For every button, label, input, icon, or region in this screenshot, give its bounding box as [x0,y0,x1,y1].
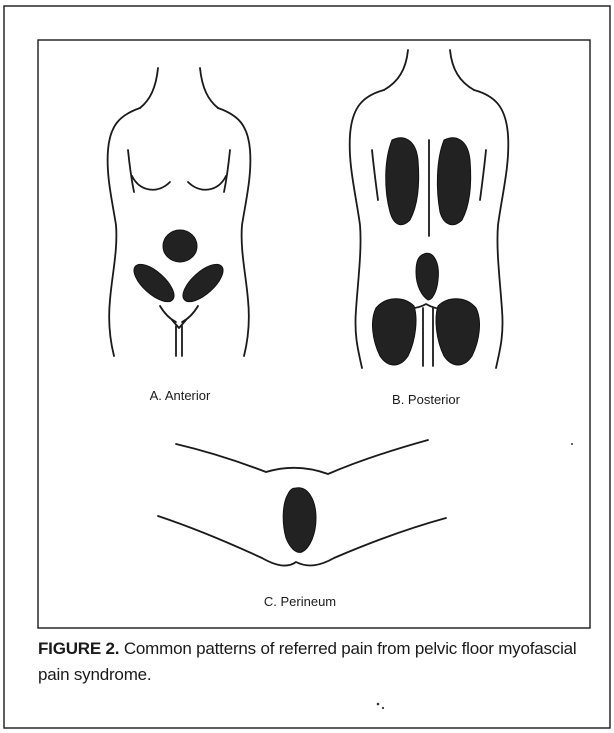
anterior-pubic [172,320,186,328]
anterior-arm-left [128,150,134,192]
anterior-breast-right [188,176,226,190]
caption-text: Common patterns of referred pain from pe… [38,639,577,684]
posterior-pain-left-back [386,138,419,225]
perineum-label: C. Perineum [264,594,336,609]
outer-page-border [4,6,610,728]
perineum-pain-region [283,488,316,553]
anterior-pain-left-groin [128,258,180,308]
scan-speck [571,443,573,445]
anterior-torso-right-outline [218,108,250,356]
posterior-arm-left [372,150,378,200]
posterior-pain-sacrum [416,253,438,300]
posterior-pain-left-buttock [373,299,416,365]
anterior-pain-right-groin [177,258,229,308]
anterior-pain-lower-abdomen [163,230,197,262]
posterior-neck-right [450,50,474,90]
anterior-label: A. Anterior [150,388,211,403]
anterior-groin-left [160,306,176,322]
scan-speck [382,707,384,709]
anterior-groin-right [182,306,198,322]
posterior-arm-right [480,150,486,200]
anterior-breast-left [132,176,170,190]
perineum-upper-contour [176,440,428,474]
posterior-label: B. Posterior [392,392,461,407]
caption-number: FIGURE 2. [38,639,119,658]
anterior-body [108,68,251,356]
anterior-arm-right [224,150,230,192]
posterior-pain-right-back [437,138,470,225]
anterior-neck-right [200,68,218,108]
anterior-neck-left [140,68,158,108]
posterior-neck-left [384,50,408,90]
scan-speck [377,703,380,706]
posterior-body [350,50,509,368]
posterior-pain-right-buttock [436,299,479,365]
figure-caption: FIGURE 2. Common patterns of referred pa… [38,636,598,688]
perineum-body [158,440,446,565]
anterior-torso-left-outline [108,108,140,356]
